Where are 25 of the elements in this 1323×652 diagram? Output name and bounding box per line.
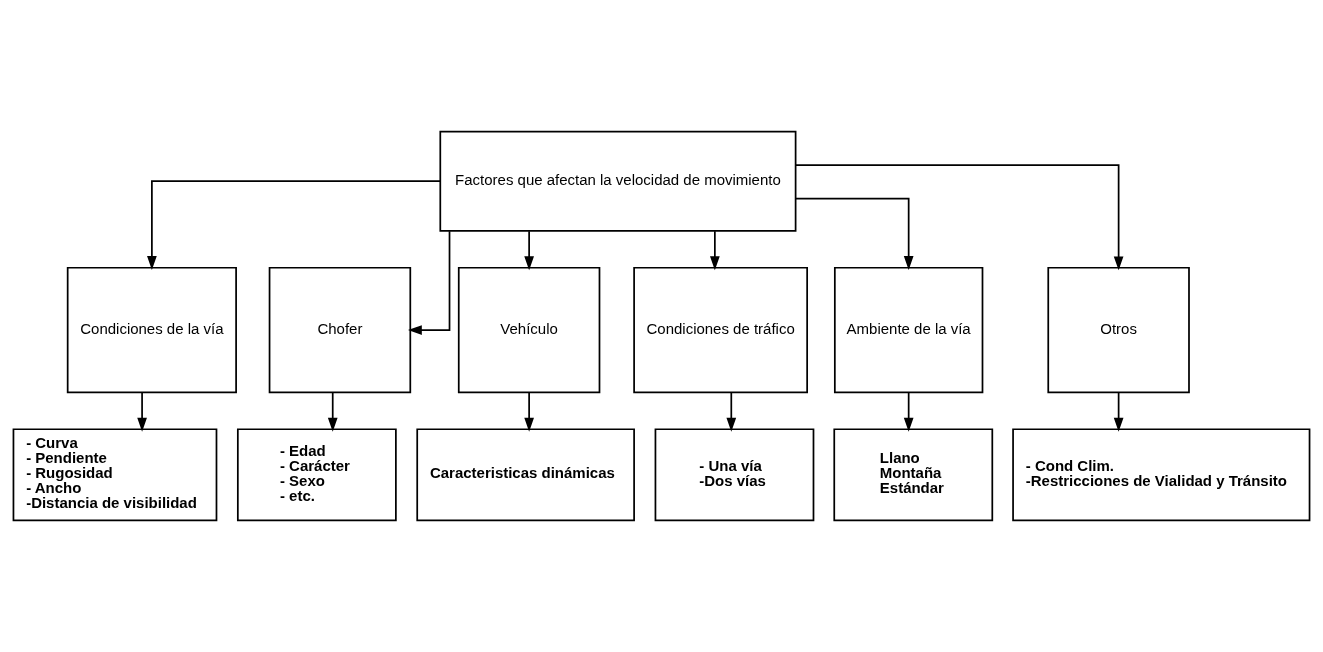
arrow	[137, 391, 147, 432]
arrow	[524, 230, 534, 271]
node-box: - Curva - Pendiente - Rugosidad - Ancho -Distancia de visibilidad	[12, 428, 218, 522]
node-box: Chofer	[268, 266, 412, 394]
arrow	[147, 180, 441, 270]
arrow	[795, 164, 1124, 271]
arrow	[1113, 391, 1124, 432]
arrow	[710, 230, 720, 271]
arrow	[407, 230, 451, 335]
node-box: - Edad - Carácter - Sexo - etc.	[236, 428, 397, 522]
arrow	[726, 391, 737, 432]
node-box: Llano Montaña Estándar	[833, 428, 994, 522]
node-box: Otros	[1047, 266, 1190, 394]
arrow	[524, 391, 534, 432]
node-box: - Cond Clim. -Restricciones de Vialidad y Tránsito	[1012, 428, 1311, 522]
node-box: Caracteristicas dinámicas	[416, 428, 635, 522]
node-box: Vehículo	[457, 266, 601, 394]
node-box: Ambiente de la vía	[833, 266, 984, 394]
arrow	[903, 391, 914, 432]
node-box: Condiciones de tráfico	[633, 266, 808, 394]
arrow	[327, 391, 338, 432]
node-box: - Una vía -Dos vías	[654, 428, 815, 522]
node-box: Condiciones de la vía	[66, 266, 237, 394]
arrow	[795, 197, 914, 270]
node-box: Factores que afectan la velocidad de movimiento	[439, 130, 797, 232]
